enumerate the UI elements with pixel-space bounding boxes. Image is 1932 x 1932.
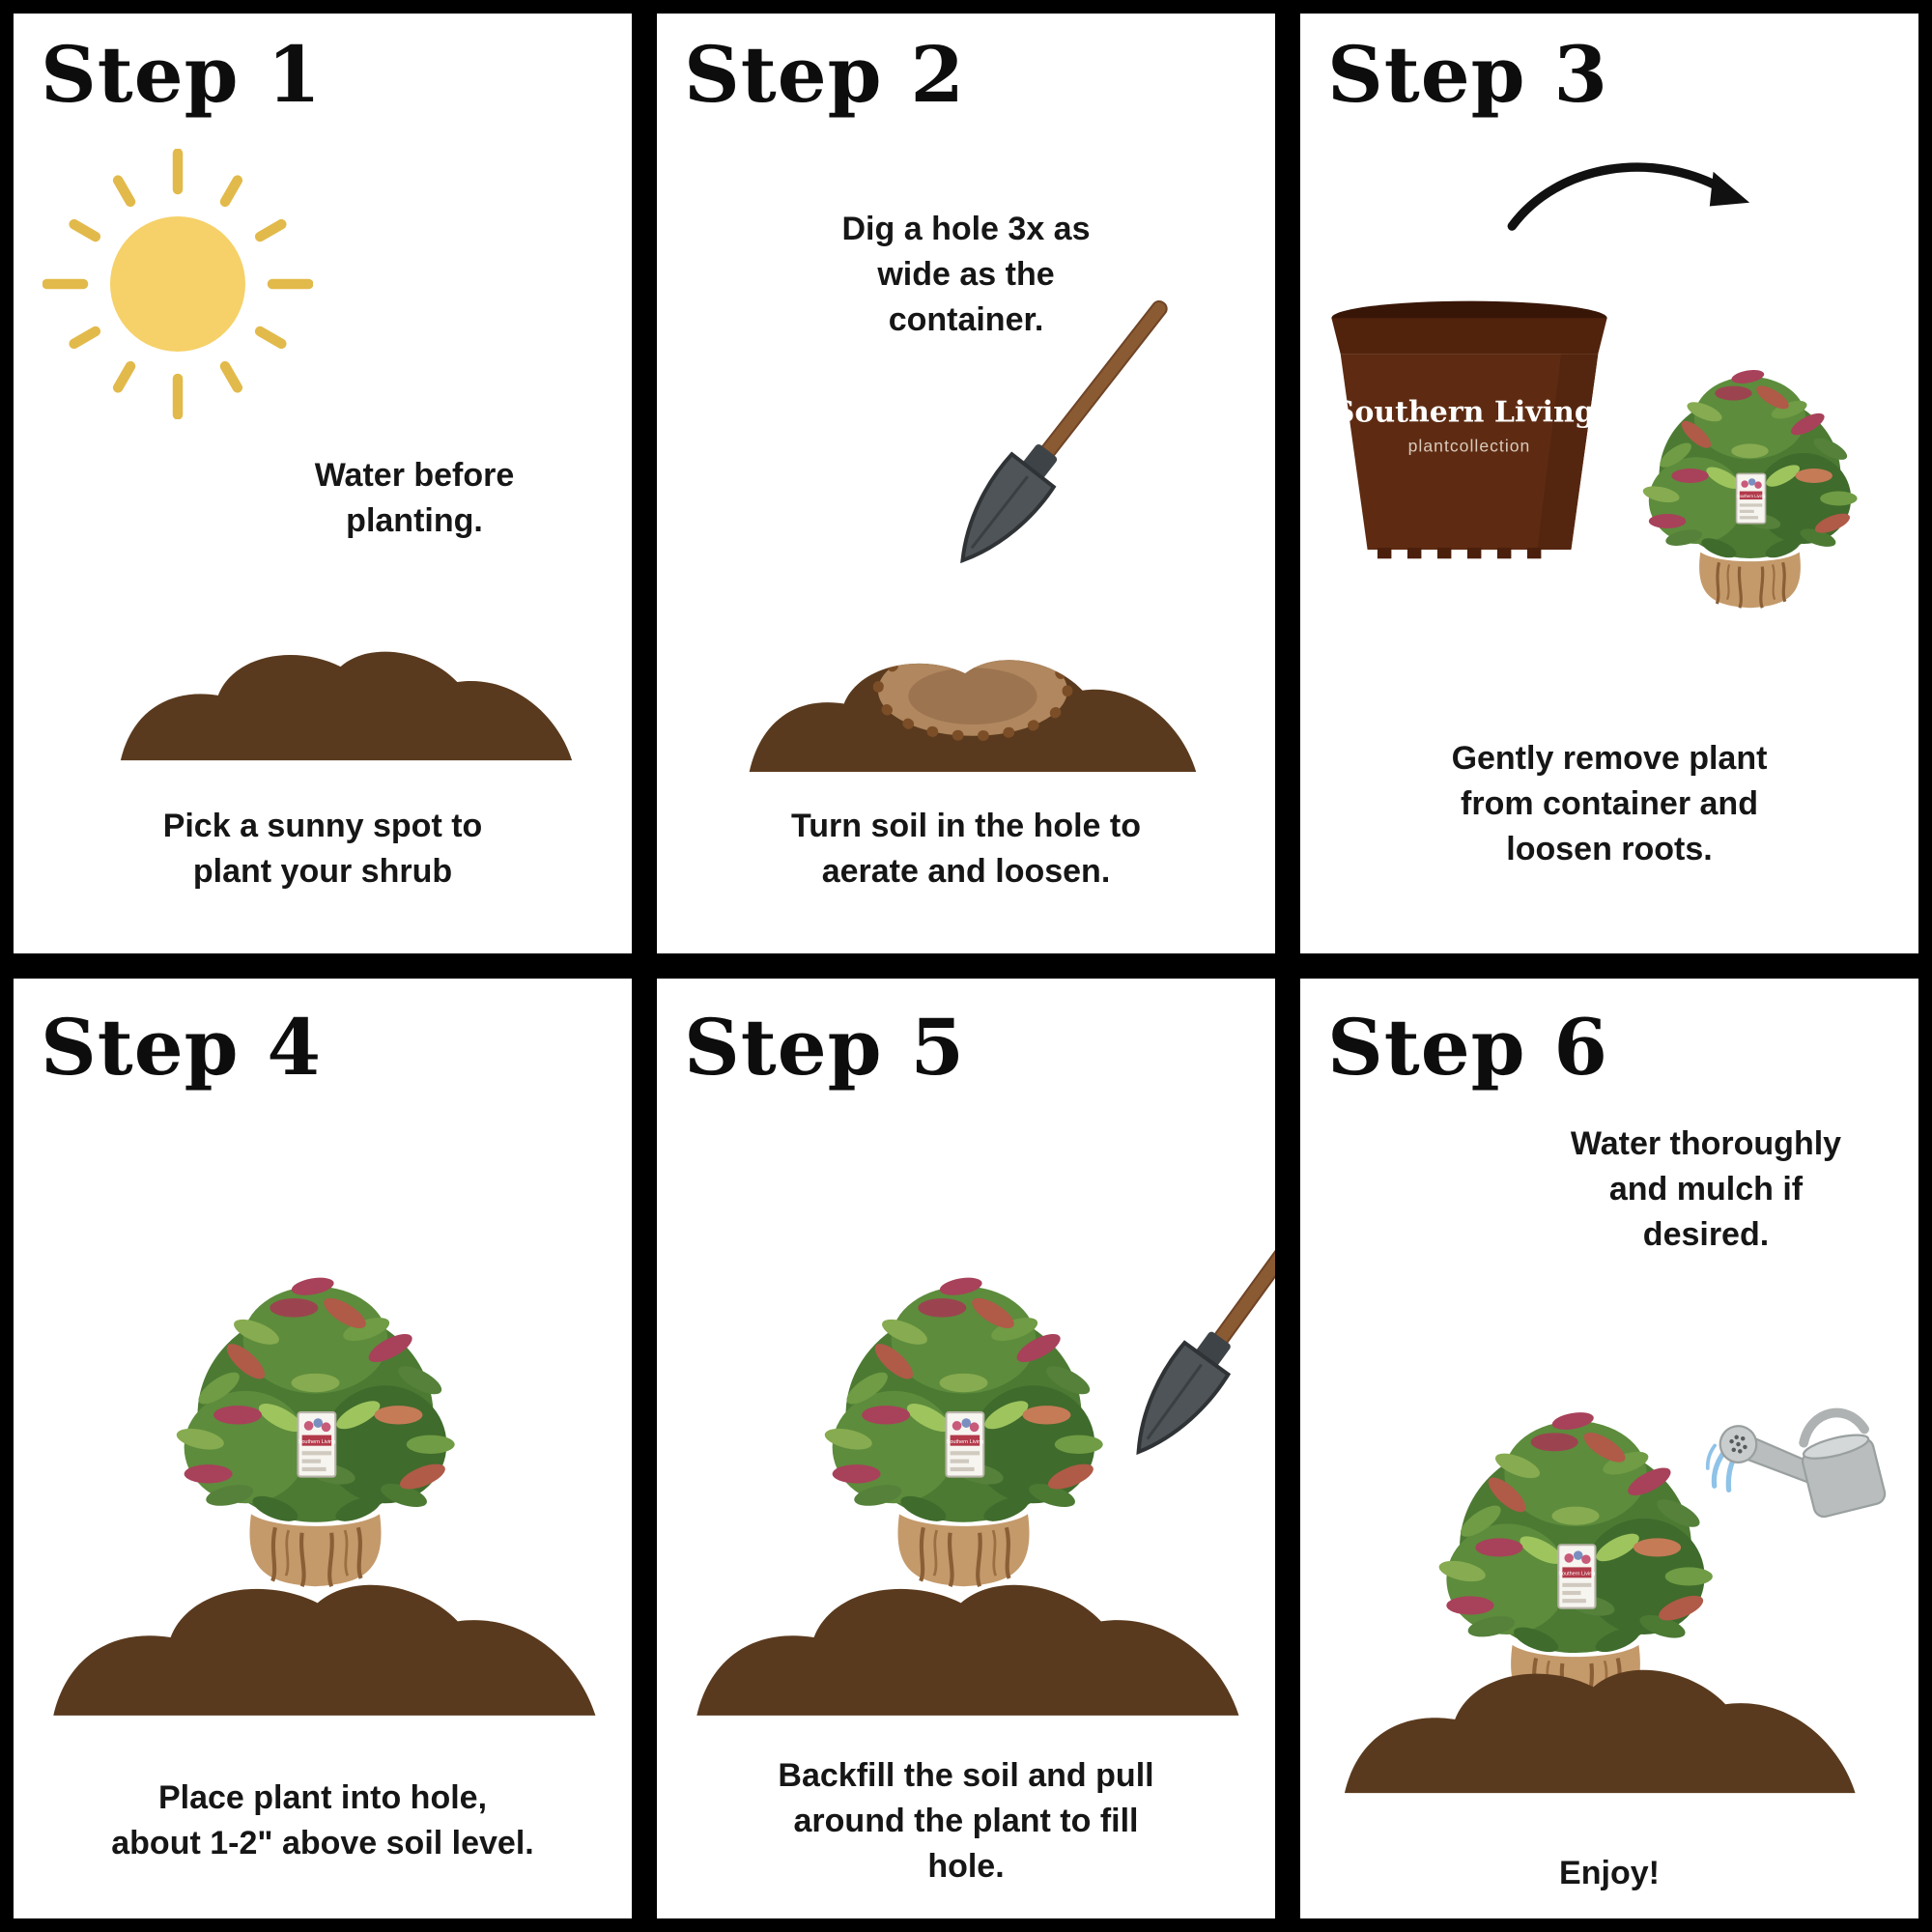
- caption-line: plant your shrub: [192, 852, 453, 890]
- caption-line: Place plant into hole,: [157, 1779, 488, 1816]
- caption-line: and mulch if: [1608, 1170, 1804, 1208]
- shrub-icon: [168, 1257, 463, 1592]
- caption-place-plant: Place plant into hole, about 1-2" above …: [67, 1776, 579, 1866]
- caption-line: Water thoroughly: [1570, 1125, 1842, 1162]
- caption-line: hole.: [927, 1847, 1005, 1885]
- step-3-heading: Step 3: [1327, 29, 1609, 120]
- panel-step-3: Step 3 Southern Living. plantcollection …: [1300, 14, 1918, 953]
- curved-arrow-icon: [1507, 162, 1750, 231]
- panel-step-1: Step 1 Water before planting.: [14, 14, 632, 953]
- panel-step-4: Step 4 Place plant into hole, about 1-2"…: [14, 979, 632, 1918]
- caption-pick-sunny-spot: Pick a sunny spot to plant your shrub: [71, 804, 574, 895]
- caption-line: Gently remove plant: [1451, 740, 1768, 777]
- caption-line: aerate and loosen.: [821, 852, 1111, 890]
- caption-backfill-soil: Backfill the soil and pull around the pl…: [710, 1753, 1222, 1889]
- caption-line: container.: [888, 300, 1044, 338]
- caption-line: Water before: [314, 457, 515, 494]
- caption-line: Enjoy!: [1559, 1855, 1660, 1891]
- step-1-heading: Step 1: [41, 29, 323, 120]
- caption-line: Dig a hole 3x as: [841, 211, 1091, 247]
- caption-remove-plant: Gently remove plant from container and l…: [1406, 736, 1812, 872]
- caption-line: Backfill the soil and pull: [778, 1757, 1154, 1794]
- caption-line: planting.: [346, 501, 483, 539]
- step-5-heading: Step 5: [684, 1002, 966, 1093]
- nursery-pot-icon: Southern Living. plantcollection: [1331, 300, 1607, 559]
- caption-turn-soil: Turn soil in the hole to aerate and loos…: [724, 804, 1208, 895]
- shrub-icon: [816, 1257, 1111, 1592]
- caption-line: around the plant to fill: [793, 1802, 1139, 1839]
- dig-hole-mound-icon: [734, 579, 1208, 778]
- caption-line: loosen roots.: [1506, 830, 1713, 867]
- soil-mound-icon: [1327, 1605, 1868, 1800]
- pot-brand-label: Southern Living.: [1334, 396, 1605, 430]
- soil-mound-icon: [105, 593, 583, 767]
- watering-can-icon: [1693, 1376, 1911, 1558]
- caption-line: from container and: [1461, 784, 1758, 822]
- step-2-heading: Step 2: [684, 29, 966, 120]
- panel-step-6: Step 6 Water thoroughly and mulch if des…: [1300, 979, 1918, 1918]
- caption-enjoy: Enjoy!: [1300, 1851, 1918, 1896]
- caption-dig-hole: Dig a hole 3x as wide as the container.: [782, 207, 1150, 343]
- caption-line: Turn soil in the hole to: [790, 808, 1141, 844]
- caption-water-before-planting: Water before planting.: [260, 453, 569, 544]
- caption-line: about 1-2" above soil level.: [111, 1824, 534, 1861]
- pot-collection-label: plantcollection: [1408, 437, 1531, 456]
- sun-icon: [43, 149, 313, 419]
- caption-water-thoroughly: Water thoroughly and mulch if desired.: [1544, 1122, 1868, 1258]
- caption-line: desired.: [1642, 1215, 1770, 1253]
- panel-step-5: Step 5 Backfill the soil and pull around…: [657, 979, 1275, 1918]
- caption-line: Pick a sunny spot to: [162, 808, 483, 844]
- shrub-icon: [1636, 354, 1863, 612]
- step-4-heading: Step 4: [41, 1002, 323, 1093]
- step-6-heading: Step 6: [1327, 1002, 1609, 1093]
- caption-line: wide as the: [877, 255, 1055, 293]
- panel-step-2: Step 2 Dig a hole 3x as wide as the cont…: [657, 14, 1275, 953]
